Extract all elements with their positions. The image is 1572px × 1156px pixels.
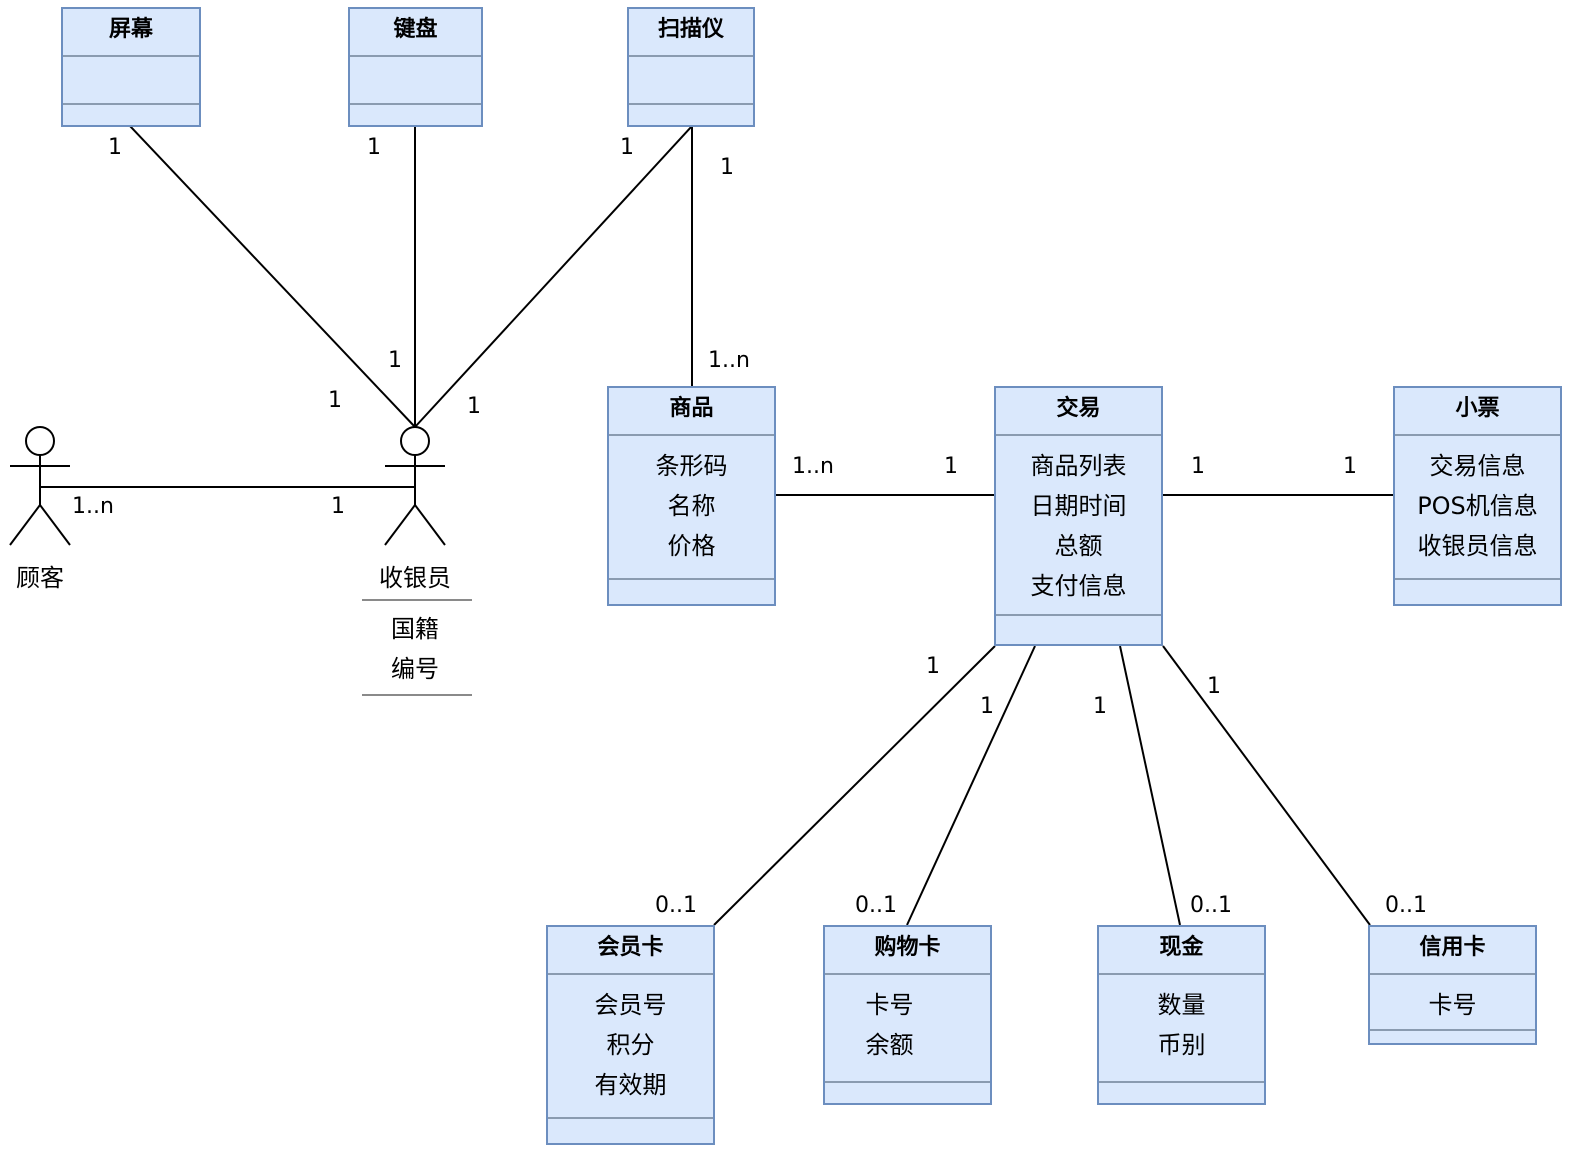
assoc-screen-cashier [129, 125, 416, 428]
class-shopping-card: 购物卡 卡号 余额 [823, 925, 992, 1105]
class-transaction-attributes: 商品列表 日期时间 总额 支付信息 [996, 436, 1161, 606]
class-scanner-title: 扫描仪 [629, 9, 753, 57]
class-screen-title: 屏幕 [63, 9, 199, 57]
class-member-card-attributes: 会员号 积分 有效期 [548, 975, 713, 1105]
mult-scanner-end: 1 [620, 135, 634, 160]
customer-actor-icon [9, 426, 71, 546]
class-keyboard-title: 键盘 [350, 9, 481, 57]
product-attr-price: 价格 [667, 532, 716, 560]
product-attr-name: 名称 [667, 492, 716, 520]
class-screen: 屏幕 [61, 7, 201, 127]
mult-customer-end: 1..n [72, 494, 114, 519]
class-cash-title: 现金 [1099, 927, 1264, 975]
class-product-title: 商品 [609, 388, 774, 436]
mult-product-scanner-end: 1..n [708, 348, 750, 373]
mult-cashier-customer-end: 1 [331, 494, 345, 519]
receipt-attr-cashier-info: 收银员信息 [1417, 532, 1538, 560]
assoc-transaction-shopping [906, 645, 1036, 926]
class-cash-attributes: 数量 币别 [1099, 975, 1264, 1065]
product-attr-barcode: 条形码 [655, 452, 728, 480]
class-product: 商品 条形码 名称 价格 [607, 386, 776, 606]
class-receipt: 小票 交易信息 POS机信息 收银员信息 [1393, 386, 1562, 606]
assoc-scanner-cashier [414, 125, 693, 428]
mult-tx-member-end: 1 [926, 654, 940, 679]
member-attr-points: 积分 [606, 1031, 655, 1059]
cash-attr-currency: 币别 [1157, 1031, 1206, 1059]
class-shopping-card-title: 购物卡 [825, 927, 990, 975]
cash-attr-amount: 数量 [1157, 991, 1206, 1019]
customer-actor-label: 顾客 [16, 564, 64, 592]
class-shopping-card-attributes: 卡号 余额 [825, 975, 990, 1065]
class-credit-card: 信用卡 卡号 [1368, 925, 1537, 1045]
mult-shopping-end: 0..1 [855, 893, 897, 918]
receipt-attr-pos-info: POS机信息 [1417, 492, 1538, 520]
receipt-attr-transaction-info: 交易信息 [1429, 452, 1526, 480]
class-scanner: 扫描仪 [627, 7, 755, 127]
cashier-attributes: 国籍 编号 [365, 609, 465, 689]
mult-cash-end: 0..1 [1190, 893, 1232, 918]
mult-tx-receipt-end: 1 [1191, 454, 1205, 479]
mult-tx-shopping-end: 1 [980, 694, 994, 719]
transaction-attr-payment: 支付信息 [1030, 572, 1127, 600]
mult-member-end: 0..1 [655, 893, 697, 918]
member-attr-number: 会员号 [594, 991, 667, 1019]
mult-screen-end: 1 [108, 135, 122, 160]
mult-receipt-tx-end: 1 [1343, 454, 1357, 479]
credit-attr-number: 卡号 [1428, 991, 1477, 1019]
cashier-attr-nationality: 国籍 [391, 615, 439, 643]
shopping-attr-number: 卡号 [865, 991, 914, 1019]
class-member-card: 会员卡 会员号 积分 有效期 [546, 925, 715, 1145]
mult-credit-end: 0..1 [1385, 893, 1427, 918]
transaction-attr-datetime: 日期时间 [1030, 492, 1127, 520]
class-product-attributes: 条形码 名称 价格 [609, 436, 774, 566]
mult-tx-cash-end: 1 [1093, 694, 1107, 719]
shopping-attr-balance: 余额 [865, 1031, 914, 1059]
assoc-transaction-member [713, 645, 996, 926]
mult-tx-product-end: 1 [944, 454, 958, 479]
mult-keyboard-cashier-end: 1 [388, 348, 402, 373]
cashier-attr-id: 编号 [391, 655, 439, 683]
member-attr-expiry: 有效期 [594, 1071, 667, 1099]
mult-scanner-product-end: 1 [720, 155, 734, 180]
class-receipt-attributes: 交易信息 POS机信息 收银员信息 [1395, 436, 1560, 566]
class-cash: 现金 数量 币别 [1097, 925, 1266, 1105]
transaction-attr-total: 总额 [1054, 532, 1103, 560]
class-member-card-title: 会员卡 [548, 927, 713, 975]
class-credit-card-title: 信用卡 [1370, 927, 1535, 975]
transaction-attr-items: 商品列表 [1030, 452, 1127, 480]
mult-screen-cashier-end: 1 [328, 388, 342, 413]
mult-tx-credit-end: 1 [1207, 674, 1221, 699]
class-receipt-title: 小票 [1395, 388, 1560, 436]
class-credit-card-attributes: 卡号 [1370, 975, 1535, 1025]
class-transaction-title: 交易 [996, 388, 1161, 436]
mult-scanner-cashier-end: 1 [467, 394, 481, 419]
class-keyboard: 键盘 [348, 7, 483, 127]
assoc-transaction-cash [1119, 645, 1181, 926]
cashier-attribute-separators [362, 599, 472, 696]
mult-keyboard-end: 1 [367, 135, 381, 160]
assoc-transaction-credit [1162, 645, 1371, 926]
mult-product-tx-end: 1..n [792, 454, 834, 479]
class-transaction: 交易 商品列表 日期时间 总额 支付信息 [994, 386, 1163, 646]
cashier-actor-icon [384, 426, 446, 546]
cashier-actor-label: 收银员 [379, 564, 451, 592]
